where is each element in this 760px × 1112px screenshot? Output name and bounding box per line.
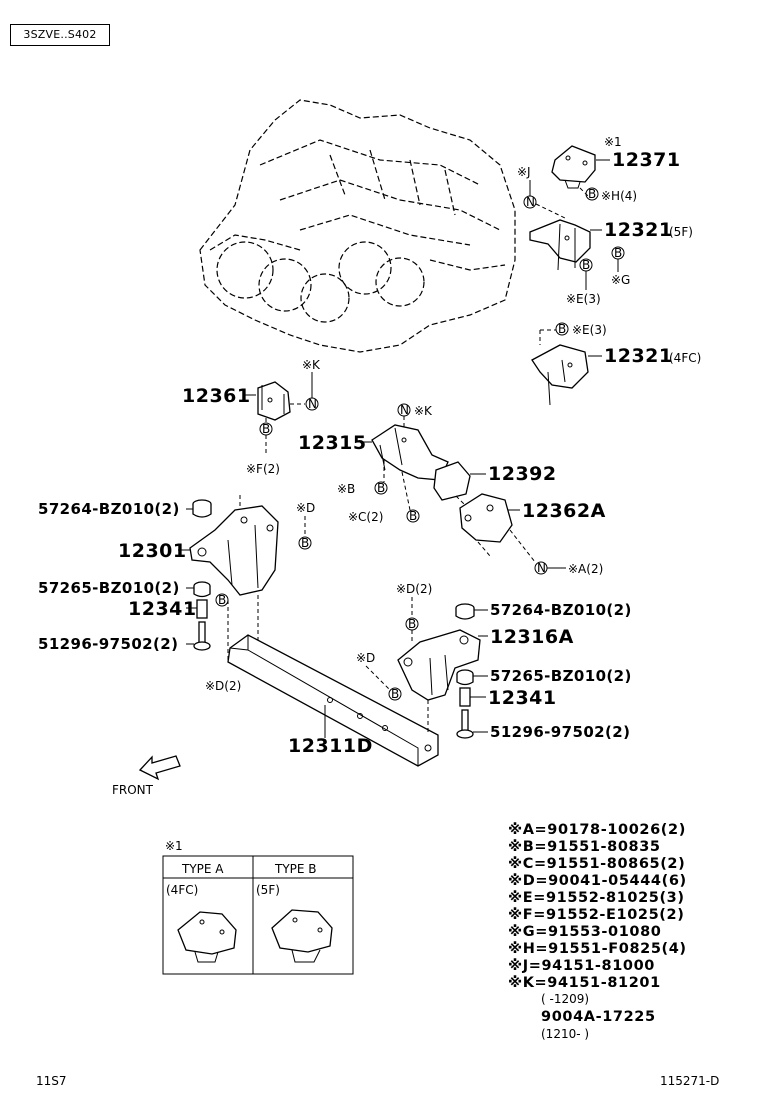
part-number-51296-right: 51296-97502(2)	[490, 723, 630, 741]
footer-right-code: 115271-D	[660, 1074, 720, 1088]
type-a-variant: (4FC)	[166, 883, 198, 897]
callout-e3-a: ※E(3)	[566, 292, 601, 306]
part-number-12311d: 12311D	[288, 735, 373, 757]
legend-row: 9004A-17225	[541, 1009, 656, 1025]
callout-d2-right: ※D(2)	[396, 582, 432, 596]
part-12371-mount	[551, 145, 596, 189]
type-a-mount-illustration	[177, 911, 237, 963]
part-number-12341-right: 12341	[488, 687, 557, 709]
callout-j: ※J	[517, 165, 531, 179]
callout-n-4: N	[537, 561, 546, 575]
callout-d-right: ※D	[356, 651, 375, 665]
part-number-12316a: 12316A	[490, 626, 574, 648]
type-b-variant: (5F)	[256, 883, 280, 897]
type-b-header: TYPE B	[274, 862, 317, 876]
model-code-box: 3SZVE..S402	[10, 24, 110, 46]
callout-b-5: B	[262, 422, 270, 436]
part-12392-insulator	[433, 461, 471, 501]
part-12321-5f-bracket	[529, 219, 591, 271]
callout-a2: ※A(2)	[568, 562, 603, 576]
part-12341-collar-left	[196, 599, 208, 619]
part-57265-cushion-right	[456, 669, 474, 686]
part-number-12371: 12371	[612, 149, 681, 171]
legend-row: ※K=94151-81201	[508, 975, 661, 991]
part-number-12392: 12392	[488, 463, 557, 485]
type-a-header: TYPE A	[181, 862, 224, 876]
part-number-12321-5f: 12321	[604, 219, 673, 241]
callout-c2: ※C(2)	[348, 510, 383, 524]
legend-row: ※A=90178-10026(2)	[508, 822, 686, 838]
fastener-legend: ※A=90178-10026(2) ※B=91551-80835 ※C=9155…	[508, 822, 687, 1041]
part-number-57265-right: 57265-BZ010(2)	[490, 667, 632, 685]
part-number-12362a: 12362A	[522, 500, 606, 522]
legend-row: ※E=91552-81025(3)	[508, 890, 685, 906]
part-number-12315: 12315	[298, 432, 367, 454]
part-suffix-5f: (5F)	[669, 225, 693, 239]
part-12362a-mount	[459, 493, 513, 543]
part-number-57265-left: 57265-BZ010(2)	[38, 579, 180, 597]
front-label: FRONT	[112, 783, 154, 797]
part-51296-bolt-right	[456, 709, 474, 739]
footer-left-code: 11S7	[36, 1074, 67, 1088]
callout-marker-1: ※1	[604, 135, 622, 149]
type-b-mount-illustration	[271, 909, 333, 963]
part-12311d-crossmember	[227, 634, 439, 767]
part-number-12321-4fc: 12321	[604, 345, 673, 367]
part-57265-cushion-left	[193, 581, 211, 598]
part-12361-mount	[257, 381, 291, 421]
legend-row: ※C=91551-80865(2)	[508, 856, 685, 872]
callout-d-1: ※D	[296, 501, 315, 515]
callout-k-1: ※K	[302, 358, 321, 372]
part-suffix-4fc: (4FC)	[669, 351, 701, 365]
callout-b-4: B	[558, 322, 566, 336]
callout-f2: ※F(2)	[246, 462, 280, 476]
callout-b-2: B	[614, 246, 622, 260]
callout-b-9: B	[218, 593, 226, 607]
part-51296-bolt-left	[193, 621, 211, 651]
type-table	[162, 855, 354, 975]
part-12316a-mount	[397, 629, 481, 701]
legend-row: ※B=91551-80835	[508, 839, 661, 855]
type-table-marker: ※1	[165, 839, 183, 853]
legend-row: ※G=91553-01080	[508, 924, 661, 940]
callout-h4: ※H(4)	[601, 189, 637, 203]
legend-row: ※J=94151-81000	[508, 958, 655, 974]
part-57264-cushion-left	[192, 499, 212, 518]
callout-g: ※G	[611, 273, 630, 287]
part-number-12341-left: 12341	[128, 598, 197, 620]
callout-b-1: B	[588, 187, 596, 201]
callout-b-code: ※B	[337, 482, 355, 496]
legend-row: ※D=90041-05444(6)	[508, 873, 687, 889]
callout-b-3: B	[582, 258, 590, 272]
legend-row-date-range: ( -1209)	[541, 992, 589, 1006]
callout-b-10: B	[408, 617, 416, 631]
callout-e3-b: ※E(3)	[572, 323, 607, 337]
part-57264-cushion-right	[455, 603, 475, 620]
part-number-57264-left: 57264-BZ010(2)	[38, 500, 180, 518]
callout-n-1: N	[526, 195, 535, 209]
callout-n-3: N	[400, 403, 409, 417]
part-number-12301: 12301	[118, 540, 187, 562]
legend-row-date-range: (1210- )	[541, 1027, 589, 1041]
part-12301-mount	[189, 505, 279, 596]
part-number-12361: 12361	[182, 385, 251, 407]
callout-b-8: B	[301, 536, 309, 550]
callout-k-2: ※K	[414, 404, 433, 418]
callout-b-11: B	[391, 687, 399, 701]
engine-outline	[199, 99, 516, 353]
part-12321-4fc-bracket	[531, 344, 589, 406]
part-12341-collar-right	[459, 687, 471, 707]
callout-b-7: B	[409, 509, 417, 523]
callout-d2-left: ※D(2)	[205, 679, 241, 693]
part-number-57264-right: 57264-BZ010(2)	[490, 601, 632, 619]
callout-b-6: B	[377, 481, 385, 495]
part-number-51296-left: 51296-97502(2)	[38, 635, 178, 653]
callout-n-2: N	[308, 397, 317, 411]
front-arrow-icon	[138, 755, 181, 781]
legend-row: ※H=91551-F0825(4)	[508, 941, 687, 957]
legend-row: ※F=91552-E1025(2)	[508, 907, 684, 923]
